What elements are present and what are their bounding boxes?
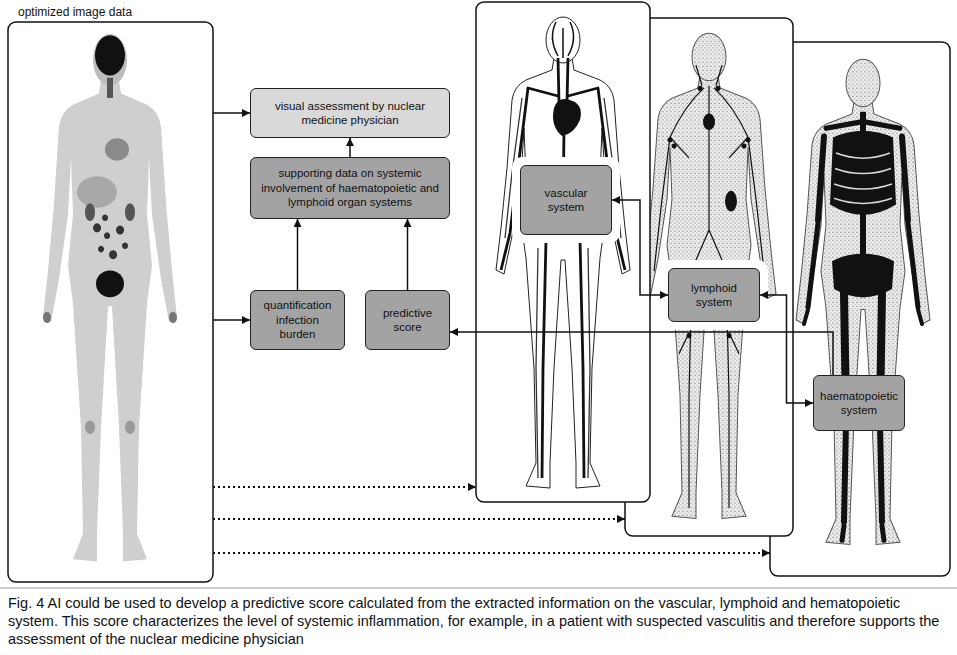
label-halo xyxy=(660,260,768,330)
lymph-vessels xyxy=(654,65,764,508)
figure-panel xyxy=(476,2,650,502)
system-box: haematopoietic system xyxy=(813,375,905,431)
head xyxy=(846,59,880,106)
body-figure xyxy=(496,58,630,488)
humerus xyxy=(818,137,908,220)
pet-kidney xyxy=(85,203,95,221)
system-box: vascular system xyxy=(520,165,612,235)
dotted-arrow xyxy=(213,518,625,520)
flow-arrow xyxy=(297,219,299,290)
pet-kidney xyxy=(125,203,135,221)
figure-panel xyxy=(770,42,950,576)
pet-heart xyxy=(105,138,129,160)
pet-bowel-spots xyxy=(93,214,128,259)
image-panel: optimized image data xyxy=(8,22,213,582)
box-label: lymphoid system xyxy=(675,281,753,310)
box-label: predictive score xyxy=(372,306,443,335)
flow-arrow xyxy=(213,112,250,114)
flow-arrow xyxy=(612,200,668,295)
flow-arrow xyxy=(349,138,351,157)
pet-image xyxy=(43,34,177,562)
box-label: haematopoietic system xyxy=(820,389,898,418)
hand-bones xyxy=(804,310,922,324)
label-halo xyxy=(512,157,620,243)
box-label: visual assessment by nuclear medicine ph… xyxy=(257,99,443,128)
image-panel xyxy=(8,22,213,582)
box-label: quantification infection burden xyxy=(257,298,338,341)
tibia xyxy=(844,423,882,522)
lymph-figure xyxy=(642,33,776,518)
pet-liver xyxy=(77,176,117,207)
thymus xyxy=(703,114,715,130)
pet-brain xyxy=(95,35,125,75)
foot-bones xyxy=(842,526,884,540)
figure-panel: haematopoietic system xyxy=(770,42,950,576)
process-box: visual assessment by nuclear medicine ph… xyxy=(250,88,450,138)
pet-body xyxy=(43,80,177,562)
rib-gaps xyxy=(834,153,892,203)
figure-panel: vascular system xyxy=(476,2,650,502)
system-box: lymphoid system xyxy=(668,268,760,322)
arteries xyxy=(501,58,625,478)
pet-throat xyxy=(107,78,113,98)
panel-heading: optimized image data xyxy=(18,5,132,19)
process-box: supporting data on systemic involvement … xyxy=(250,157,450,219)
pet-hand xyxy=(169,312,177,323)
pet-knee xyxy=(125,420,135,433)
spleen xyxy=(725,191,737,212)
forearm xyxy=(808,223,918,307)
vascular-figure xyxy=(496,17,630,488)
heart xyxy=(553,99,581,136)
veins xyxy=(505,98,621,478)
ribcage xyxy=(830,131,896,215)
clavicles xyxy=(826,122,900,128)
figure-caption: Fig. 4 AI could be used to develop a pre… xyxy=(8,594,948,648)
figure-panel: lymphoid system xyxy=(625,18,793,536)
head-vessels xyxy=(552,22,573,58)
pet-knee xyxy=(85,420,95,433)
flow-arrow xyxy=(407,219,409,290)
pet-hand xyxy=(43,312,51,323)
process-box: quantification infection burden xyxy=(250,290,345,350)
flow-arrow xyxy=(213,319,250,321)
pet-bladder xyxy=(96,270,124,297)
flow-arrow xyxy=(450,332,833,375)
head xyxy=(546,17,580,63)
box-label: supporting data on systemic involvement … xyxy=(257,166,443,209)
head xyxy=(692,33,726,80)
dotted-arrow xyxy=(213,486,476,488)
process-box: predictive score xyxy=(365,290,450,350)
dotted-arrow xyxy=(213,552,770,554)
body-figure xyxy=(796,102,930,545)
caption-rule xyxy=(0,588,957,589)
skeleton-figure xyxy=(796,59,930,544)
box-label: vascular system xyxy=(527,186,605,215)
flow-arrow xyxy=(760,295,813,403)
